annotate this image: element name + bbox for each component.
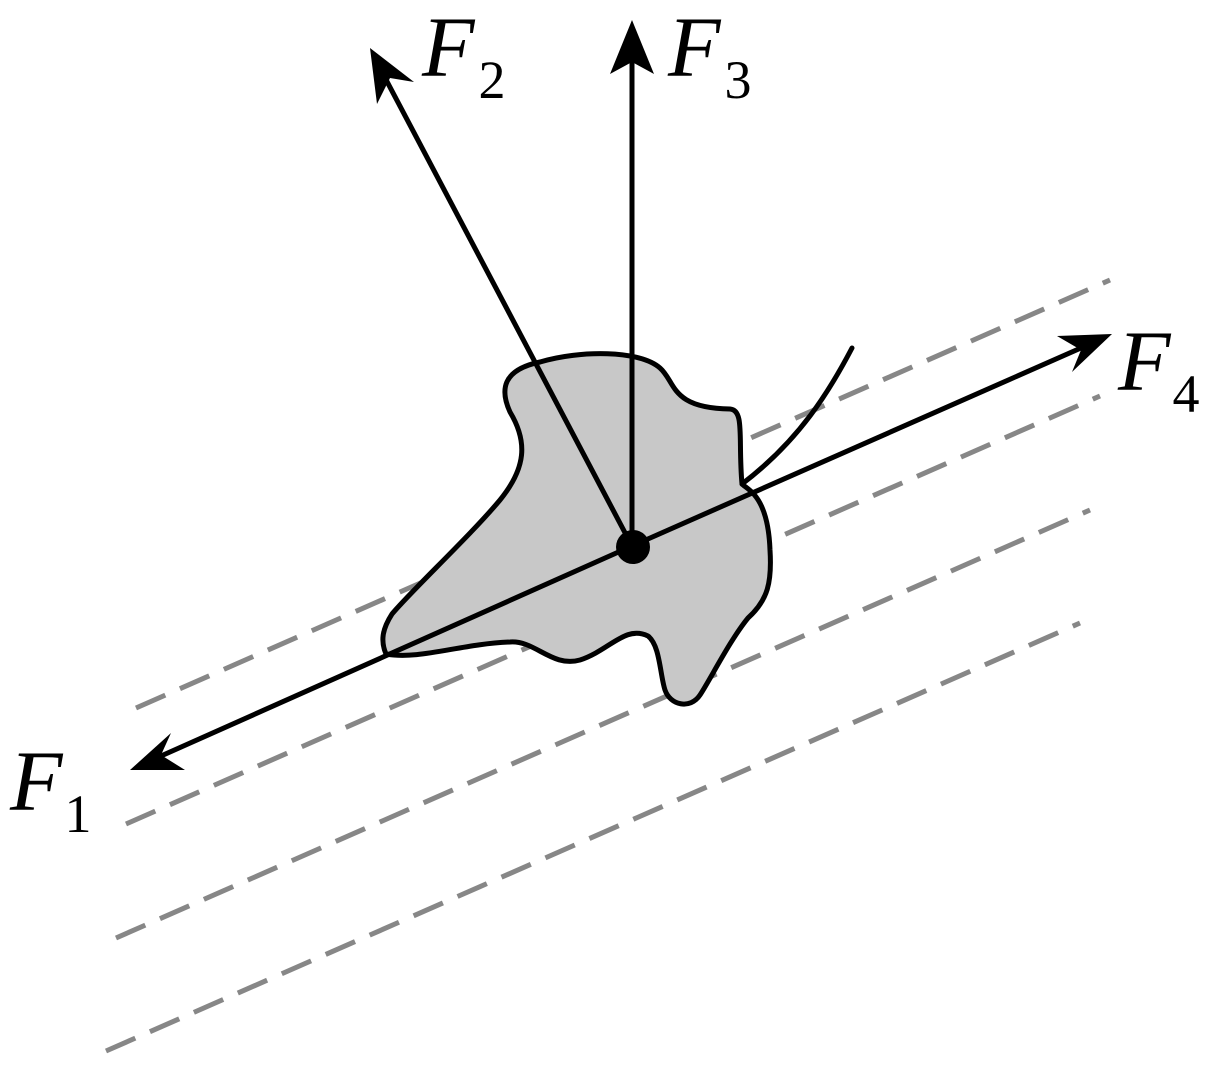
label-f1: F1 — [9, 733, 92, 844]
dashed-line-3 — [114, 507, 1092, 941]
label-f1-subscript: 1 — [65, 784, 92, 844]
label-f2: F2 — [421, 0, 506, 110]
force-f1-arrow — [130, 543, 634, 770]
f2-shaft — [379, 70, 635, 548]
force-f3-arrow — [610, 20, 654, 546]
label-f4-letter: F — [1117, 313, 1172, 409]
force-f4-arrow — [630, 334, 1112, 549]
label-f3-letter: F — [667, 0, 722, 95]
label-f4-subscript: 4 — [1173, 364, 1200, 424]
label-f2-subscript: 2 — [479, 50, 506, 110]
f1-shaft — [150, 543, 634, 763]
label-f2-letter: F — [421, 0, 476, 95]
f4-arrowhead — [1057, 334, 1112, 372]
curved-line — [739, 345, 855, 487]
label-f4: F4 — [1117, 313, 1200, 424]
label-f1-letter: F — [9, 733, 64, 829]
f3-arrowhead — [610, 20, 654, 74]
label-f3-subscript: 3 — [725, 50, 752, 110]
force-f2-arrow — [370, 48, 635, 548]
label-f3: F3 — [667, 0, 752, 110]
rigid-body — [380, 351, 773, 707]
f4-shaft — [630, 341, 1092, 549]
dashed-line-4 — [104, 620, 1082, 1054]
f1-arrowhead — [130, 733, 185, 770]
f2-arrowhead — [370, 48, 414, 104]
application-point — [616, 530, 650, 564]
